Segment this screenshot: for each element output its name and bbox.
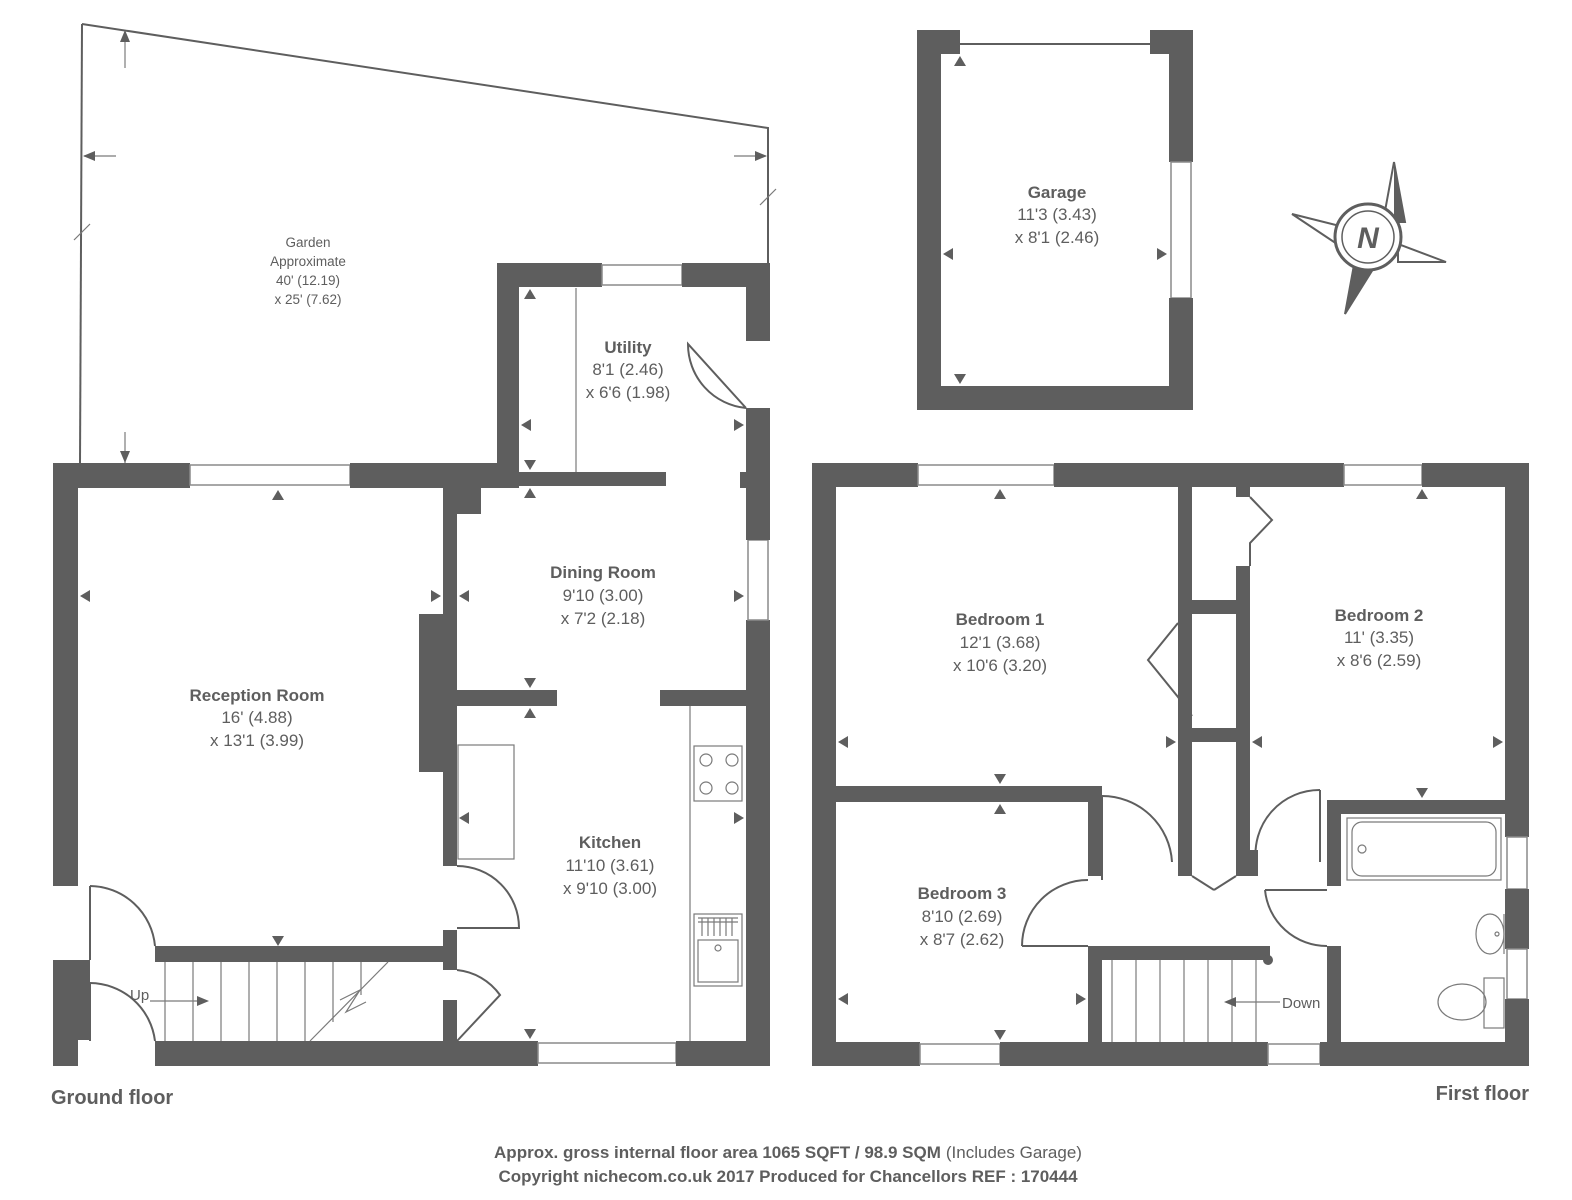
- dining-room-dimension-2: x 7'2 (2.18): [561, 609, 646, 628]
- reception-room-name: Reception Room: [189, 686, 324, 705]
- stairs-first: Down: [1111, 955, 1320, 1042]
- bedroom2-name: Bedroom 2: [1335, 606, 1424, 625]
- garden-area: Garden Approximate 40' (12.19) x 25' (7.…: [73, 23, 777, 465]
- garage-plan: Garage 11'3 (3.43) x 8'1 (2.46): [917, 30, 1193, 410]
- kitchen-name: Kitchen: [579, 833, 641, 852]
- reception-room-dimension-2: x 13'1 (3.99): [210, 731, 304, 750]
- utility-dimension-1: 8'1 (2.46): [592, 360, 663, 379]
- garage-name: Garage: [1028, 183, 1087, 202]
- first-dimension-arrows: [838, 489, 1503, 1040]
- bedroom1-name: Bedroom 1: [956, 610, 1045, 629]
- bedroom2-dimension-1: 11' (3.35): [1344, 628, 1414, 647]
- garden-dimension-2: x 25' (7.62): [274, 292, 341, 307]
- bedroom3-dimension-2: x 8'7 (2.62): [920, 930, 1005, 949]
- bedroom3-name: Bedroom 3: [918, 884, 1007, 903]
- footer-area-text: Approx. gross internal floor area 1065 S…: [494, 1143, 941, 1162]
- bathroom-fittings: [1346, 817, 1505, 1029]
- stairs-up-label: Up: [130, 987, 149, 1004]
- dining-room-dimension-1: 9'10 (3.00): [563, 586, 644, 605]
- utility-name: Utility: [604, 338, 652, 357]
- compass-north-letter: N: [1357, 222, 1380, 255]
- utility-dimension-2: x 6'6 (1.98): [586, 383, 671, 402]
- footer-copyright: Copyright nichecom.co.uk 2017 Produced f…: [498, 1167, 1078, 1186]
- reception-room-dimension-1: 16' (4.88): [221, 708, 292, 727]
- kitchen-dimension-2: x 9'10 (3.00): [563, 879, 657, 898]
- garage-dimension-2: x 8'1 (2.46): [1015, 228, 1100, 247]
- garden-qualifier: Approximate: [270, 254, 346, 269]
- bedroom2-dimension-2: x 8'6 (2.59): [1337, 651, 1422, 670]
- garden-dimension-1: 40' (12.19): [276, 273, 340, 288]
- garden-name: Garden: [285, 235, 330, 250]
- footer-area-line: Approx. gross internal floor area 1065 S…: [494, 1143, 1082, 1162]
- kitchen-dimension-1: 11'10 (3.61): [566, 856, 655, 875]
- bedroom1-dimension-2: x 10'6 (3.20): [953, 656, 1047, 675]
- footer-area-note: (Includes Garage): [946, 1143, 1082, 1162]
- stairs-down-label: Down: [1282, 995, 1320, 1012]
- stairs-ground: Up: [130, 961, 389, 1042]
- ground-floor-label: Ground floor: [51, 1087, 173, 1109]
- kitchen-fittings: [457, 706, 743, 1041]
- ground-floor-plan: Up: [53, 263, 770, 1066]
- dining-room-name: Dining Room: [550, 563, 656, 582]
- first-floor-plan: Down Bedroom: [812, 463, 1529, 1066]
- bedroom3-dimension-1: 8'10 (2.69): [922, 907, 1003, 926]
- first-floor-label: First floor: [1436, 1083, 1530, 1105]
- compass-rose-icon: N: [1291, 161, 1447, 315]
- bedroom1-dimension-1: 12'1 (3.68): [960, 633, 1041, 652]
- garage-dimension-1: 11'3 (3.43): [1017, 205, 1096, 224]
- ground-dimension-arrows: [80, 289, 744, 1039]
